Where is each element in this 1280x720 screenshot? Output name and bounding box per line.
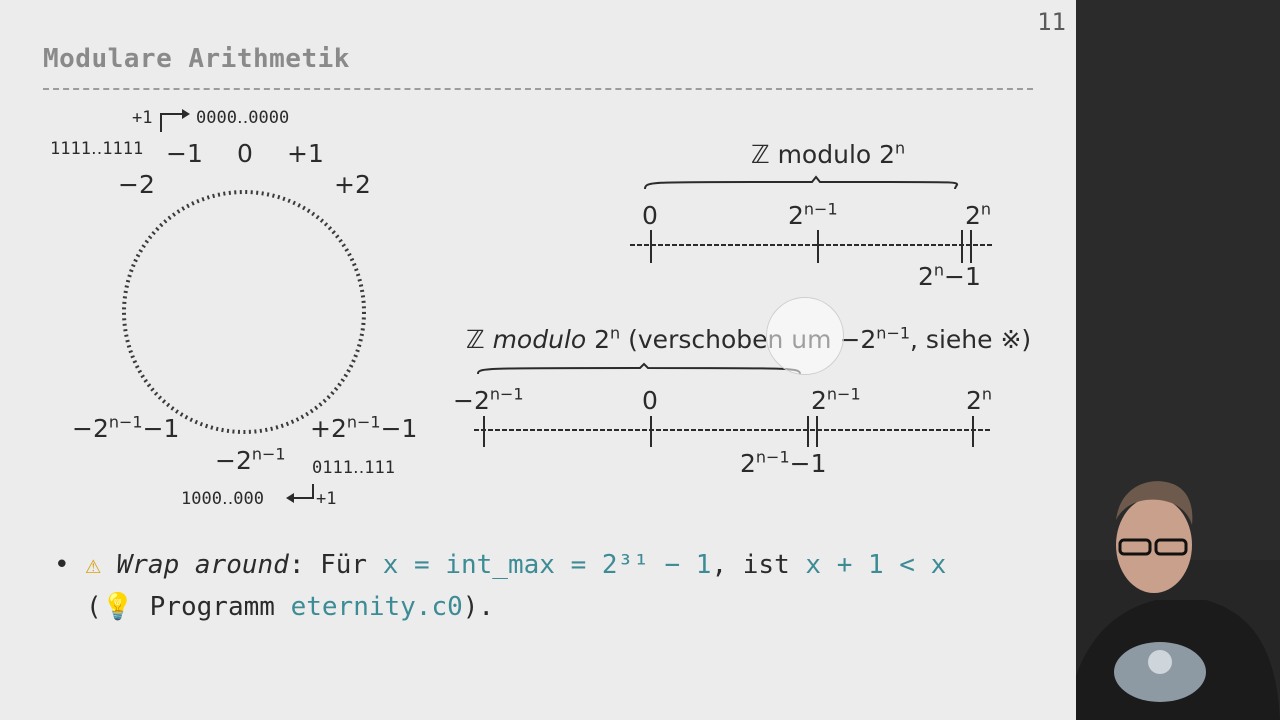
pointer-spotlight — [766, 297, 844, 375]
line2-caption: ℤ modulo 2n (verschoben um −2n−1, siehe … — [466, 323, 1032, 354]
wrap-arrow-top — [160, 113, 182, 132]
expr-overflow: x + 1 < x — [805, 550, 947, 580]
circle-minus1: −1 — [166, 139, 203, 168]
circle-bottom-min: −2n−1 — [215, 444, 286, 475]
circle-minus2: −2 — [118, 170, 155, 199]
circle-top-bits: 0000‥0000 — [196, 108, 290, 128]
circle-bottom-plus1: +1 — [316, 489, 337, 509]
line2-below: 2n−1−1 — [740, 447, 827, 478]
line1-tick-0: 0 — [642, 201, 658, 230]
line2-tick-left: −2n−1 — [453, 384, 524, 415]
bullet-dot: • — [54, 550, 70, 580]
circle-right-bits: 0111‥111 — [312, 458, 395, 478]
circle-top-plus1: +1 — [132, 108, 153, 128]
slide-number: 11 — [1037, 8, 1066, 36]
line2-tick-end: 2n — [966, 384, 993, 415]
circle-pos-max: +2n−1−1 — [310, 412, 418, 443]
bullet-line-2: (💡 Programm eternity.c0). — [86, 592, 495, 622]
line2-tick-0: 0 — [642, 386, 658, 415]
warning-icon: ⚠ — [85, 550, 101, 580]
brace-line1 — [644, 175, 959, 190]
circle-plus2: +2 — [334, 170, 371, 199]
brace-line2 — [477, 362, 801, 375]
title-divider — [43, 88, 1033, 90]
expr-int-max: x = int_max = 2³¹ − 1 — [382, 550, 712, 580]
wrap-around-term: Wrap around — [116, 550, 289, 580]
program-file-link[interactable]: eternity.c0 — [290, 592, 463, 622]
webcam-feed — [1076, 0, 1280, 720]
circle-zero: 0 — [237, 139, 253, 168]
bullet-line-1: • ⚠ Wrap around: Für x = int_max = 2³¹ −… — [54, 550, 947, 580]
line1-tick-end: 2n — [965, 199, 992, 230]
circle-neg-min-minus1: −2n−1−1 — [72, 412, 180, 443]
circle-bottom-bits: 1000‥000 — [181, 489, 264, 509]
line1-tick-mid: 2n−1 — [788, 199, 838, 230]
circle-left-bits: 1111‥1111 — [50, 139, 144, 159]
lightbulb-icon: 💡 — [101, 592, 135, 622]
slide: 11 Modulare Arithmetik +1 0000‥0000 1111… — [0, 0, 1076, 720]
line1-caption: ℤ modulo 2n — [751, 138, 906, 169]
number-circle — [122, 190, 366, 434]
circle-plus1: +1 — [287, 139, 324, 168]
presenter-silhouette — [1076, 0, 1280, 720]
slide-title: Modulare Arithmetik — [43, 44, 350, 74]
line1-below: 2n−1 — [918, 260, 981, 291]
wrap-arrow-bottom — [294, 484, 314, 499]
line2-tick-mid: 2n−1 — [811, 384, 861, 415]
